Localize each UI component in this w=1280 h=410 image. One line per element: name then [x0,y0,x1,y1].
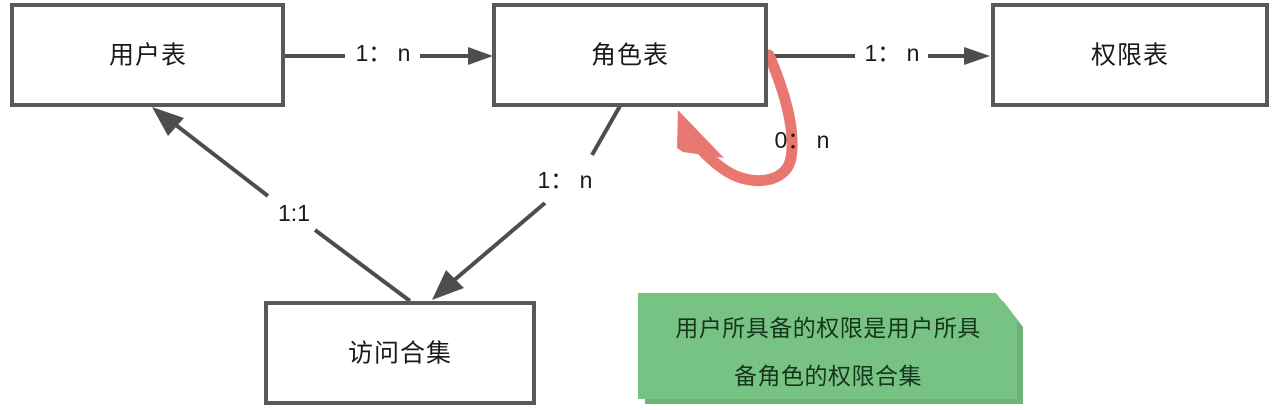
entity-access-collection-box[interactable] [264,301,536,405]
connector-role-self-loop: 0： n [677,49,830,187]
connector-access-to-user-line-lower [313,228,412,303]
permission-note-line-1: 用户所具备的权限是用户所具 [675,315,981,341]
permission-note-body [638,293,1017,399]
entity-access-collection[interactable]: 访问合集 [264,301,536,405]
permission-note-line-2: 备角色的权限合集 [734,363,922,389]
entity-permission-table-label: 权限表 [1091,42,1169,70]
cardinality-role-to-permission: 1： n [865,40,920,66]
entity-permission-table[interactable]: 权限表 [991,3,1269,107]
entity-user-table[interactable]: 用户表 [10,3,285,107]
connector-role-to-access-arrowhead [432,270,464,300]
connector-role-to-access-line-lower [450,201,547,284]
connector-role-self-loop-arrowhead [677,110,724,158]
connector-role-to-access: 1： n [432,105,622,300]
connector-role-to-access-line-upper [590,105,622,156]
entity-role-table-label: 角色表 [591,42,669,70]
connector-role-self-loop-path [691,49,798,187]
entity-user-table-label: 用户表 [109,42,187,70]
entity-role-table[interactable]: 角色表 [492,3,768,107]
connector-access-to-user: 1:1 [152,107,412,303]
connector-user-to-role: 1： n [285,40,493,66]
connector-access-to-user-line-upper [170,120,270,198]
connector-role-to-permission: 1： n [768,40,990,66]
connector-user-to-role-arrowhead [468,47,493,65]
permission-note: 用户所具备的权限是用户所具 备角色的权限合集 [638,293,1023,404]
entity-user-table-box[interactable] [10,3,285,107]
cardinality-role-to-access: 1： n [538,167,593,193]
entity-role-table-box[interactable] [492,3,768,107]
entity-permission-table-box[interactable] [991,3,1269,107]
cardinality-access-to-user: 1:1 [278,200,310,226]
connector-role-to-permission-arrowhead [964,47,990,65]
connector-access-to-user-arrowhead [152,107,184,136]
cardinality-user-to-role: 1： n [356,40,411,66]
cardinality-role-self-loop: 0： n [775,127,830,153]
entity-access-collection-label: 访问合集 [348,340,452,368]
